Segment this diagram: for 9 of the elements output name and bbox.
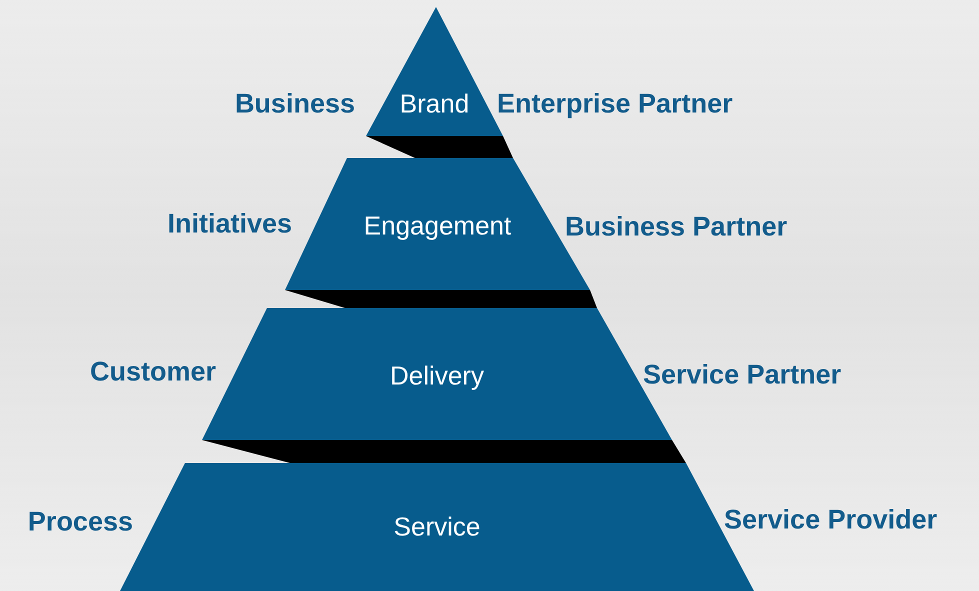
level-label: Process [28,506,133,538]
level-label: Customer [90,356,216,388]
partner-label: Service Partner [643,360,842,390]
tier-label: Brand [398,88,470,120]
partner-label: Business Partner [565,212,788,242]
partner-label: Service Provider [724,504,938,536]
partner-label: Enterprise Partner [497,88,733,120]
level-label: Business [234,88,355,120]
level-label: Initiatives [167,208,292,240]
